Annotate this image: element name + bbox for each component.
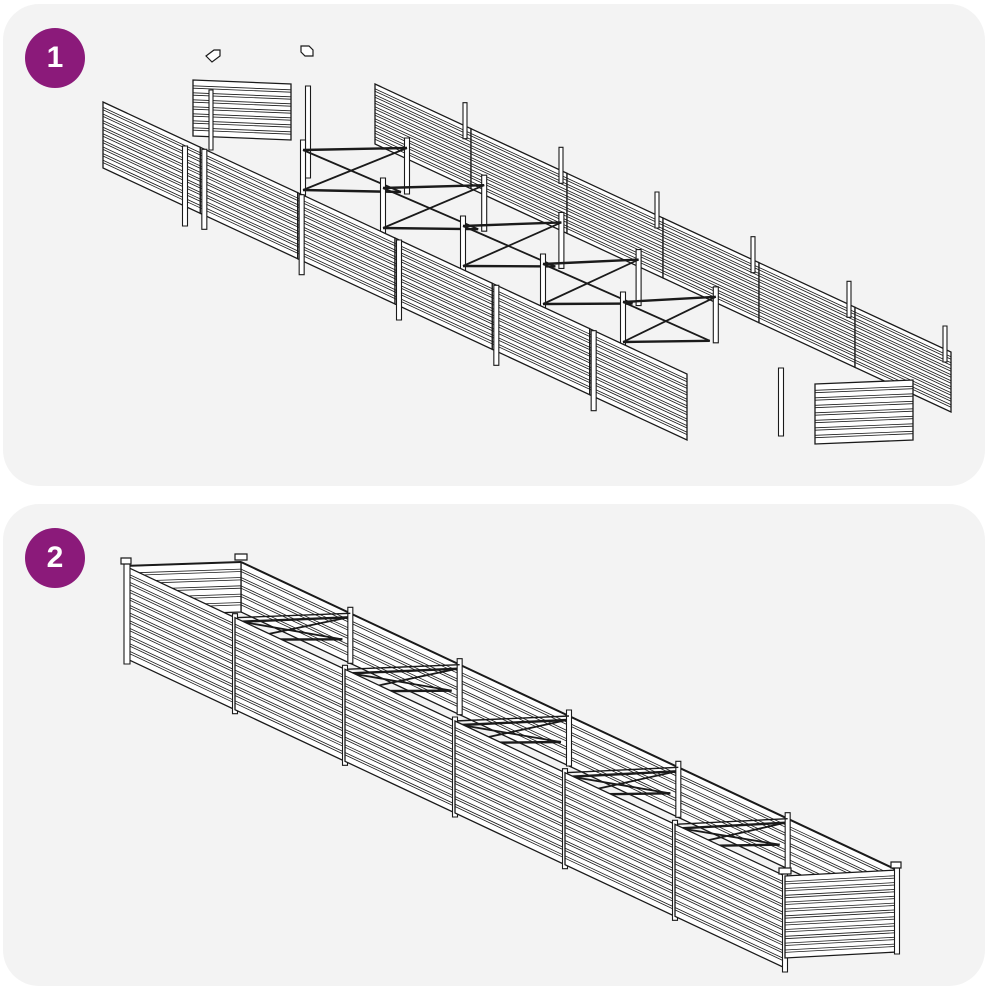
step-2-panel: 2 <box>3 504 985 986</box>
brace-post <box>405 138 410 194</box>
top-tie-bar <box>565 767 678 772</box>
back-wall-post <box>567 710 572 766</box>
back-wall-post <box>676 761 681 817</box>
corner-cap <box>891 862 901 868</box>
front-wall-panel <box>492 283 589 394</box>
front-wall-post <box>202 149 207 229</box>
corner-bracket <box>206 50 220 62</box>
back-wall-post <box>751 237 755 273</box>
assembled-bed-illustration <box>3 504 985 986</box>
top-tie-bar <box>345 665 460 670</box>
front-wall-panel <box>590 329 687 440</box>
back-wall-post <box>847 281 851 317</box>
front-wall-post <box>183 146 188 226</box>
end-panel-post <box>306 86 311 178</box>
back-wall-post <box>463 103 467 139</box>
exploded-parts-illustration <box>3 4 985 486</box>
back-wall-post <box>655 192 659 228</box>
cross-brace <box>623 297 716 342</box>
brace-post <box>636 250 641 306</box>
brace-post <box>713 287 718 343</box>
front-wall-post <box>591 331 596 411</box>
cross-brace <box>463 222 561 266</box>
corner-bracket <box>301 46 313 56</box>
left-end-rim <box>125 562 241 566</box>
brace-post <box>559 212 564 268</box>
brace-post <box>482 175 487 231</box>
front-wall-panel <box>565 773 675 917</box>
back-wall-post <box>348 607 353 663</box>
back-wall-panel <box>663 218 759 323</box>
corner-cap <box>235 554 247 560</box>
front-wall-panel <box>125 566 235 710</box>
step-2-badge: 2 <box>25 528 85 588</box>
end-panel-post <box>779 368 784 436</box>
front-corner-post <box>124 562 130 664</box>
back-wall-panel <box>855 307 951 412</box>
front-wall-post <box>494 285 499 365</box>
rear-corner-post <box>895 866 900 954</box>
front-wall-panel <box>675 824 785 968</box>
corner-cap <box>779 868 791 874</box>
cross-brace <box>303 148 407 192</box>
top-tie-bar <box>675 819 788 825</box>
top-tie-bar <box>235 613 350 617</box>
back-wall-panel <box>375 84 471 189</box>
back-wall-post <box>559 147 563 183</box>
front-wall-post <box>299 195 304 275</box>
corner-cap <box>121 558 131 564</box>
back-wall-panel <box>759 263 855 368</box>
left-end-panel <box>193 80 291 140</box>
right-end-panel <box>785 870 897 958</box>
right-end-panel <box>815 380 913 444</box>
front-wall-panel <box>395 238 492 349</box>
back-wall-post <box>785 813 790 869</box>
front-wall-panel <box>200 147 297 258</box>
end-panel-post <box>209 90 213 150</box>
step-1-panel: 1 <box>3 4 985 486</box>
front-wall-post <box>397 240 402 320</box>
back-wall-post <box>943 326 947 362</box>
step-1-badge: 1 <box>25 28 85 88</box>
back-wall-post <box>457 659 462 715</box>
cross-brace <box>543 260 639 304</box>
top-tie-bar <box>455 716 569 721</box>
front-wall-panel <box>298 193 395 304</box>
